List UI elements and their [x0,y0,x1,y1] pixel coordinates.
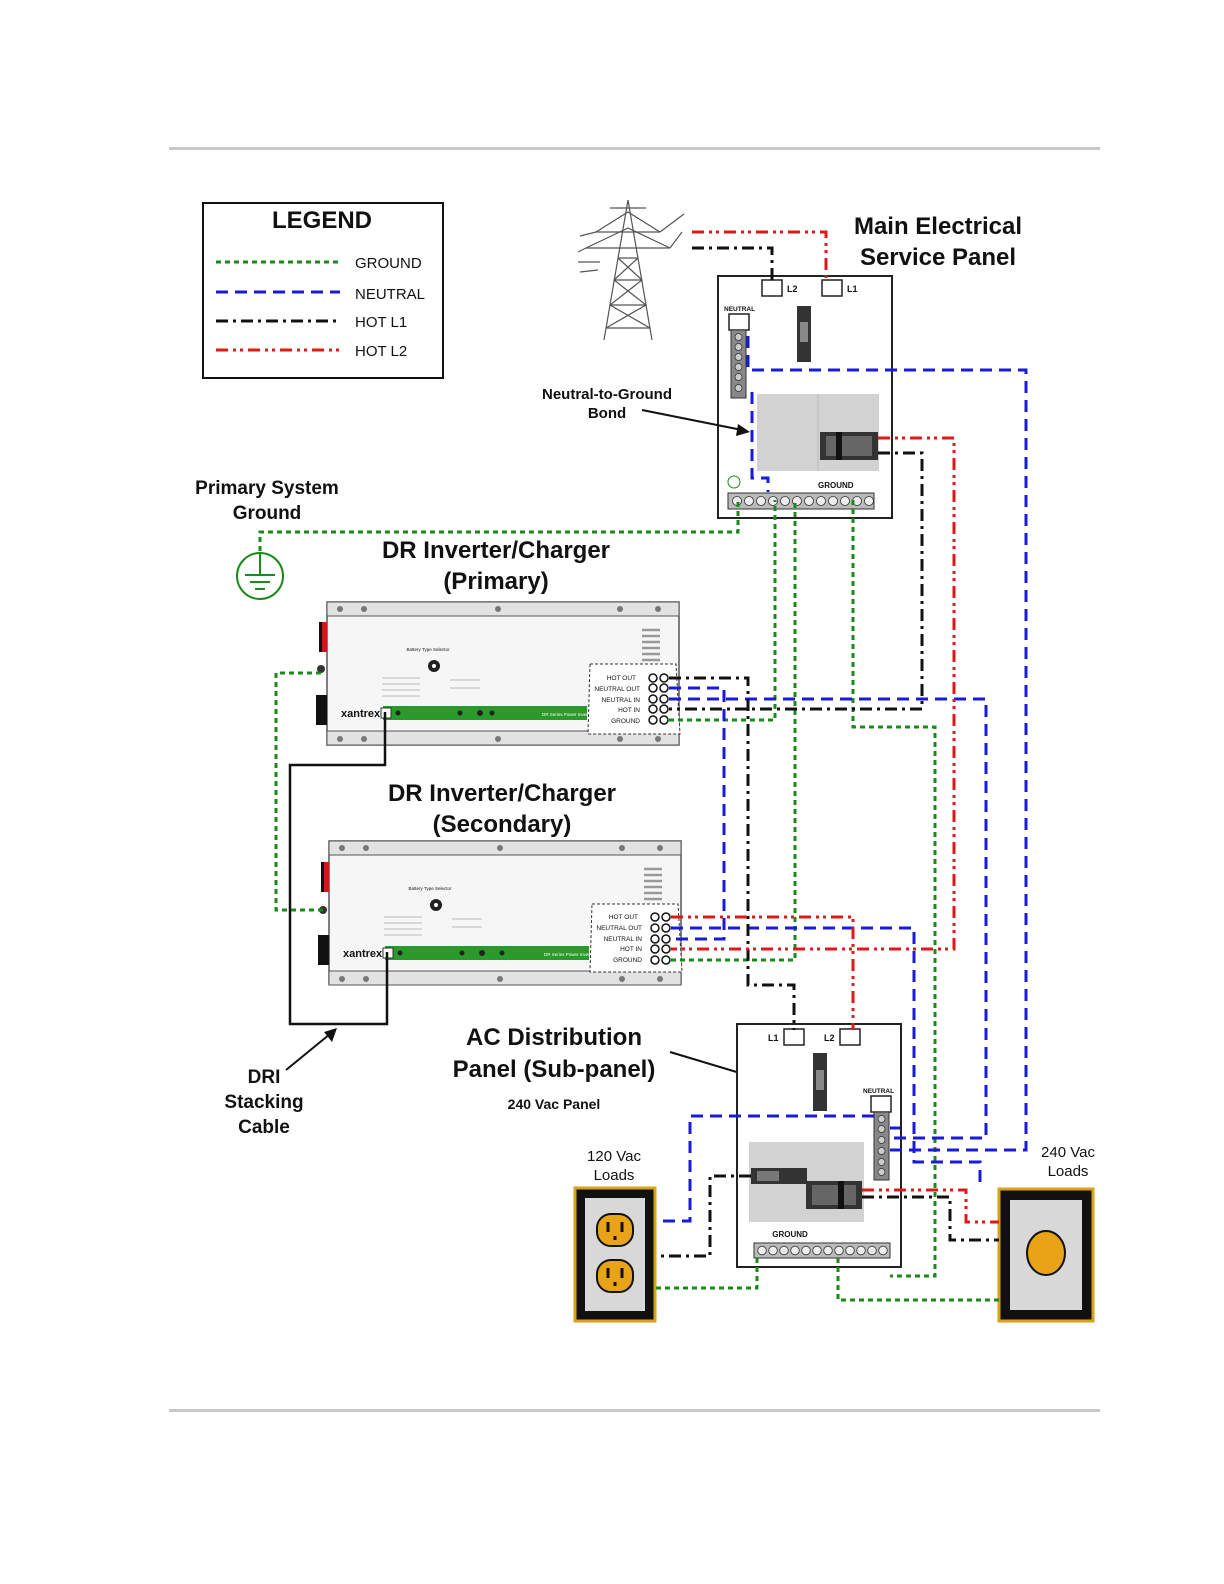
bottom-rule [169,1409,1100,1412]
primary-term-hot-out: HOT OUT [607,675,636,682]
legend-title: LEGEND [272,207,372,234]
legend-hot-l2: HOT L2 [355,343,407,360]
ac-distribution-panel: AC Distribution Panel (Sub-panel) 240 Va… [453,1023,902,1268]
main-panel-title-line2: Service Panel [860,244,1016,271]
secondary-term-ground: GROUND [613,957,642,964]
primary-title-line2: (Primary) [443,568,548,595]
secondary-title-line2: (Secondary) [433,811,572,838]
neutral-ground-bond-callout: Neutral-to-Ground Bond [542,386,750,436]
secondary-inverter: DR Inverter/Charger (Secondary) Battery … [318,780,683,986]
main-neutral-label: NEUTRAL [724,306,755,313]
legend: LEGEND GROUND NEUTRAL HOT L1 HOT L2 [202,202,444,379]
secondary-term-hot-in: HOT IN [620,946,642,953]
main-service-panel: Main Electrical Service Panel L2 L1 NEUT… [717,213,1022,519]
sub-neutral-label: NEUTRAL [863,1088,894,1095]
stacking-line3: Cable [238,1117,290,1138]
secondary-term-neutral-in: NEUTRAL IN [604,936,643,943]
sub-l1-label: L1 [768,1033,779,1043]
secondary-selector-label: Battery Type Selector [409,886,452,891]
main-ground-label: GROUND [818,481,854,490]
loads120-line1: 120 Vac [587,1148,641,1165]
sub-panel-title-line1: AC Distribution [466,1024,642,1051]
loads120-line2: Loads [594,1167,635,1184]
main-panel-title-line1: Main Electrical [854,213,1022,240]
stacking-cable [288,712,389,1026]
sub-panel-subtitle: 240 Vac Panel [508,1096,601,1112]
secondary-term-neutral-out: NEUTRAL OUT [596,925,642,932]
secondary-brand: xantrex [343,948,383,960]
system-ground-line1: Primary System [195,478,339,499]
primary-term-ground: GROUND [611,718,640,725]
stacking-line2: Stacking [224,1092,303,1113]
sub-ground-label: GROUND [772,1230,808,1239]
primary-term-neutral-in: NEUTRAL IN [602,697,641,704]
primary-brand: xantrex [341,708,381,720]
outlet-240vac: 240 Vac Loads [997,1144,1095,1323]
main-l1-label: L1 [847,284,858,294]
transmission-tower-icon [577,199,685,341]
hot-l1-wires [656,246,999,1258]
bond-label-line1: Neutral-to-Ground [542,386,672,403]
secondary-series-label: DR Series Power Inverter [544,952,596,957]
ground-wires [258,500,999,1302]
hot-l2-wires [671,230,999,1224]
primary-system-ground: Primary System Ground [195,478,339,600]
loads240-line1: 240 Vac [1041,1144,1095,1161]
primary-term-neutral-out: NEUTRAL OUT [594,686,640,693]
neutral-wires [656,336,1028,1223]
sub-panel-title-line2: Panel (Sub-panel) [453,1056,656,1083]
primary-title-line1: DR Inverter/Charger [382,537,610,564]
secondary-term-hot-out: HOT OUT [609,914,638,921]
top-rule [169,147,1100,150]
primary-inverter: DR Inverter/Charger (Primary) Battery Ty… [316,537,681,746]
legend-neutral: NEUTRAL [355,286,425,303]
outlet-120vac: 120 Vac Loads [573,1148,657,1323]
sub-l2-label: L2 [824,1033,835,1043]
legend-ground: GROUND [355,255,422,272]
primary-series-label: DR Series Power Inverter [542,712,594,717]
bond-label-line2: Bond [588,405,626,422]
primary-selector-label: Battery Type Selector [407,647,450,652]
main-l2-label: L2 [787,284,798,294]
loads240-line2: Loads [1048,1163,1089,1180]
system-ground-line2: Ground [233,503,302,524]
legend-hot-l1: HOT L1 [355,314,407,331]
dri-stacking-cable-callout: DRI Stacking Cable [224,1028,337,1138]
secondary-title-line1: DR Inverter/Charger [388,780,616,807]
primary-term-hot-in: HOT IN [618,707,640,714]
stacking-line1: DRI [248,1067,281,1088]
